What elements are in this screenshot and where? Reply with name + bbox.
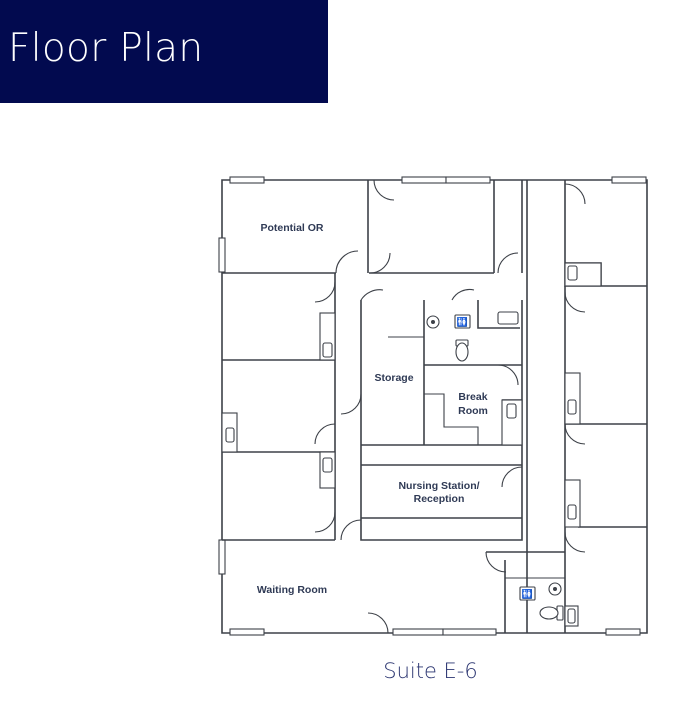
sink-icon	[567, 399, 577, 415]
windows	[218, 176, 647, 636]
room-label-potential-or: Potential OR	[260, 222, 323, 234]
window-icon	[392, 628, 444, 636]
suite-caption: Suite E-6	[383, 659, 478, 683]
sink-icon	[497, 311, 519, 325]
window-icon	[445, 176, 491, 184]
door-swing-icon	[497, 252, 519, 274]
door-swing-icon	[314, 511, 336, 533]
accessible-icon	[548, 582, 562, 596]
door-swing-icon	[340, 393, 362, 415]
window-icon	[218, 539, 226, 575]
room-label-waiting: Waiting Room	[257, 584, 327, 596]
room-label-break: Break	[458, 391, 487, 403]
door-swing-icon	[485, 551, 507, 573]
restroom-icon: 🚻	[454, 314, 471, 329]
door-swing-icon	[340, 519, 362, 541]
exterior-walls	[221, 179, 648, 634]
sink-icon	[567, 265, 578, 281]
window-icon	[218, 237, 226, 273]
sink-icon	[225, 427, 235, 443]
counter	[564, 479, 581, 528]
sink-icon	[322, 342, 333, 358]
sink-icon	[567, 608, 576, 624]
door-swing-icon	[335, 250, 359, 274]
door-swing-icon	[367, 612, 389, 634]
door-swing-icon	[314, 423, 336, 445]
sink-icon	[322, 457, 333, 473]
interior-walls	[222, 180, 647, 633]
fixtures: 🚻 🚻	[221, 262, 602, 627]
door-swing-icon	[564, 423, 586, 445]
room-label-storage: Storage	[374, 372, 413, 384]
page-header: Floor Plan	[0, 0, 328, 103]
sink-icon	[506, 403, 517, 419]
room-label-room: Room	[458, 405, 488, 417]
sink-icon	[567, 504, 577, 520]
window-icon	[605, 628, 641, 636]
door-swing-icon	[360, 289, 384, 301]
toilet-icon	[455, 339, 469, 362]
room-label-nursing: Nursing Station/	[398, 480, 479, 492]
door-swing-icon	[373, 179, 395, 201]
accessible-icon	[426, 315, 440, 329]
counter	[564, 372, 581, 425]
door-swing-icon	[564, 291, 586, 313]
window-icon	[401, 176, 447, 184]
door-swing-icon	[369, 252, 391, 274]
window-icon	[229, 176, 265, 184]
room-labels: Potential OR Storage Break Room Nursing …	[257, 222, 488, 596]
door-swing-icon	[501, 466, 523, 488]
door-swing-icon	[497, 364, 519, 386]
door-swing-icon	[564, 531, 586, 553]
door-swing-icon	[314, 281, 336, 303]
svg-text:🚻: 🚻	[522, 588, 533, 600]
restroom-icon: 🚻	[519, 586, 536, 601]
room-label-reception: Reception	[414, 493, 465, 505]
window-icon	[229, 628, 265, 636]
page-title: Floor Plan	[8, 26, 204, 71]
toilet-icon	[539, 605, 564, 621]
window-icon	[442, 628, 497, 636]
door-swing-icon	[564, 183, 586, 205]
window-icon	[611, 176, 647, 184]
svg-text:🚻: 🚻	[457, 316, 468, 328]
door-swings	[314, 179, 586, 634]
door-swing-icon	[451, 288, 475, 301]
